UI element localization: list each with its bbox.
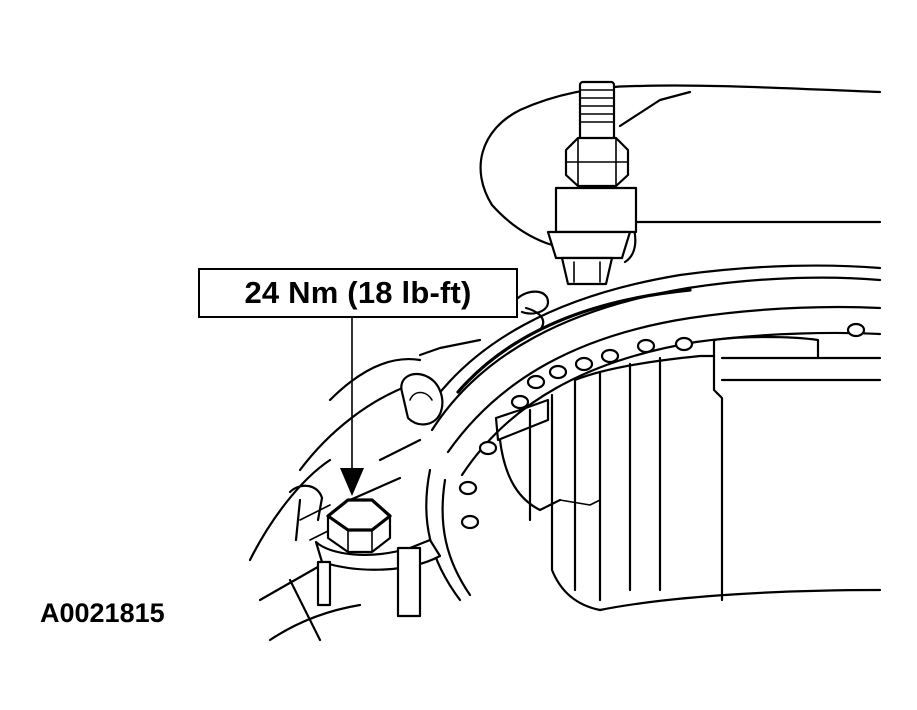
flange-bolt-holes [458, 322, 866, 530]
lower-mount [288, 484, 442, 642]
drain-plug [326, 498, 392, 554]
clip-bracket [516, 290, 550, 332]
torque-callout: 24 Nm (18 lb-ft) [198, 268, 518, 318]
callout-leader [340, 317, 364, 496]
figure-id-label: A0021815 [40, 598, 165, 628]
stud-bolt [546, 80, 638, 286]
flange-rings [418, 264, 882, 602]
locator-boss [400, 372, 444, 426]
torque-label: 24 Nm (18 lb-ft) [244, 275, 472, 310]
inner-housing [494, 335, 882, 612]
upper-cover [479, 84, 882, 264]
